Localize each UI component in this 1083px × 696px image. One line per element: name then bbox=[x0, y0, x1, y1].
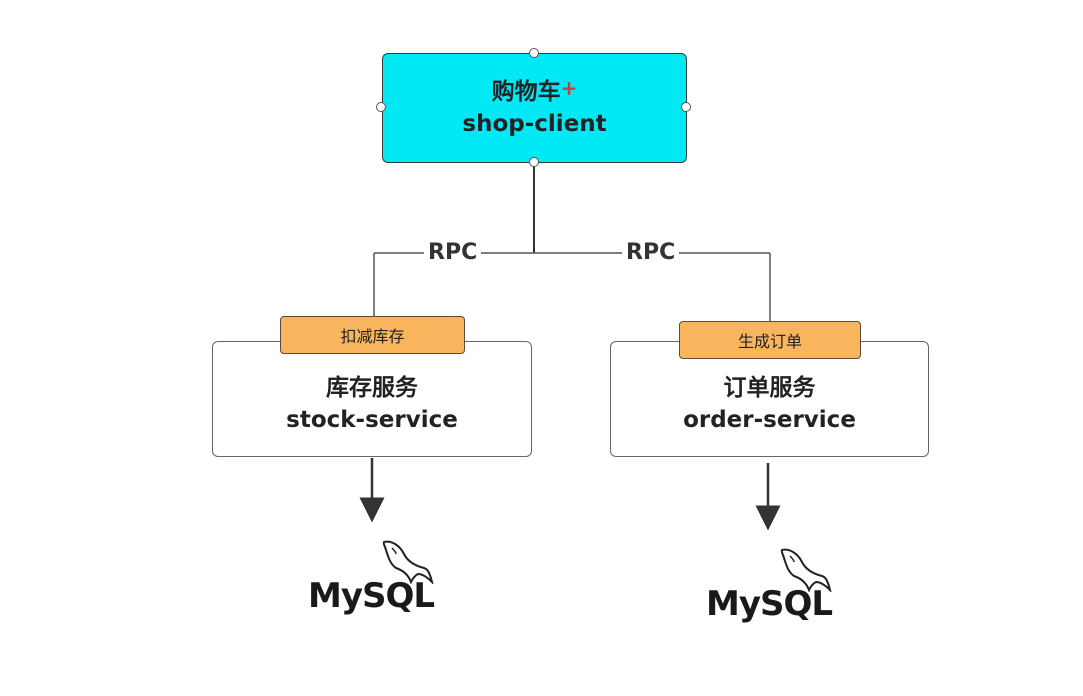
rpc-label-left: RPC bbox=[424, 240, 482, 266]
plus-icon: + bbox=[560, 76, 578, 100]
client-title-cn: 购物车+ bbox=[491, 76, 578, 105]
stock-service-node[interactable]: 库存服务 stock-service bbox=[212, 341, 532, 457]
rpc-label-right: RPC bbox=[622, 240, 680, 266]
stock-title-en: stock-service bbox=[286, 407, 458, 433]
stock-db-logo: MySQL bbox=[308, 576, 435, 616]
order-title-cn: 订单服务 bbox=[723, 375, 816, 401]
shop-client-node[interactable]: 购物车+ shop-client bbox=[382, 53, 687, 163]
order-service-node[interactable]: 订单服务 order-service bbox=[610, 341, 929, 457]
order-db-logo: MySQL bbox=[706, 584, 833, 624]
stock-action-tag[interactable]: 扣减库存 bbox=[280, 316, 465, 354]
client-title-en: shop-client bbox=[462, 111, 607, 137]
order-title-en: order-service bbox=[683, 407, 856, 433]
handle-top[interactable] bbox=[529, 48, 539, 58]
mysql-dolphin-icon bbox=[382, 540, 434, 584]
handle-right[interactable] bbox=[681, 102, 691, 112]
handle-left[interactable] bbox=[376, 102, 386, 112]
stock-title-cn: 库存服务 bbox=[326, 375, 418, 401]
handle-bottom[interactable] bbox=[529, 157, 539, 167]
order-action-tag[interactable]: 生成订单 bbox=[679, 321, 861, 359]
mysql-dolphin-icon bbox=[780, 548, 832, 592]
